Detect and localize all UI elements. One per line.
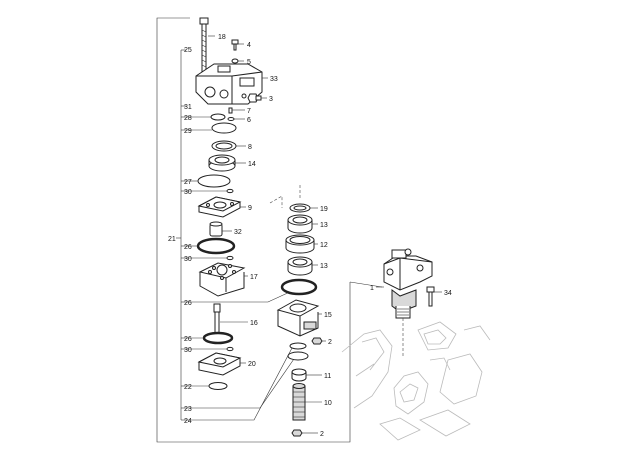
callout-26-b: 26 [184, 300, 192, 307]
ring-30-c [226, 346, 234, 352]
oring-26-b [280, 278, 318, 296]
motor-case-15 [276, 299, 320, 337]
callout-17: 17 [250, 274, 258, 281]
plate-9 [197, 196, 242, 218]
ring-30-a [226, 188, 234, 194]
callout-22: 22 [184, 384, 192, 391]
callout-4-a: 4 [247, 42, 251, 49]
excavator-chassis-ghost [341, 321, 491, 441]
callout-12: 12 [320, 242, 328, 249]
plug-2-a [311, 337, 323, 345]
callout-6: 6 [247, 117, 251, 124]
plug-2-b [291, 429, 303, 437]
dash-bracket [269, 195, 283, 208]
collar-11 [291, 368, 307, 382]
pin-7 [228, 107, 233, 114]
callout-20: 20 [248, 361, 256, 368]
oring-26-c [202, 331, 234, 345]
callout-1: 1 [370, 285, 374, 292]
callout-26-c: 26 [184, 336, 192, 343]
bearing-13-b [287, 256, 313, 276]
cover-housing-33 [195, 63, 263, 105]
callout-5: 5 [247, 59, 251, 66]
callout-19: 19 [320, 206, 328, 213]
plate-20 [197, 352, 242, 376]
ring-24 [289, 342, 307, 350]
callout-28: 28 [184, 115, 192, 122]
pin-32 [209, 221, 223, 237]
callout-30-b: 30 [184, 256, 192, 263]
callout-2-a: 2 [328, 339, 332, 346]
ring-30-b [226, 255, 234, 261]
callout-8: 8 [248, 144, 252, 151]
left-bracket-ticks [181, 49, 186, 421]
seal-19 [289, 203, 311, 213]
bolt-4 [231, 39, 239, 51]
callout-11: 11 [324, 373, 331, 380]
oring-27 [197, 174, 231, 188]
assembled-motor-1 [383, 248, 433, 319]
callout-33: 33 [270, 76, 278, 83]
bearing-13-a [287, 214, 313, 234]
callout-13-a: 13 [320, 222, 328, 229]
shaft-16 [213, 303, 221, 339]
bolt-34 [426, 286, 435, 307]
ring-23 [287, 351, 309, 361]
ring-6 [227, 117, 235, 121]
callout-23: 23 [184, 406, 192, 413]
callout-27: 27 [184, 179, 192, 186]
output-shaft-10 [292, 383, 306, 421]
callout-3: 3 [269, 96, 273, 103]
callout-25: 25 [184, 47, 192, 54]
ring-29 [211, 122, 237, 134]
callout-15: 15 [324, 312, 332, 319]
callout-10: 10 [324, 400, 332, 407]
ring-5 [231, 58, 239, 64]
callout-30-c: 30 [184, 347, 192, 354]
ring-28 [210, 113, 226, 121]
callout-32: 32 [234, 229, 242, 236]
leader-26-b [186, 290, 293, 303]
seal-8 [211, 140, 237, 152]
cylinder-block-17 [198, 262, 246, 297]
callout-31: 31 [184, 104, 192, 111]
callout-16: 16 [250, 320, 258, 327]
callout-34: 34 [444, 290, 452, 297]
callout-14: 14 [248, 161, 256, 168]
oring-26-a [196, 237, 236, 255]
exploded-view-frame [156, 17, 351, 443]
callout-9: 9 [248, 205, 252, 212]
callout-13-b: 13 [320, 263, 328, 270]
collar-12 [285, 234, 315, 254]
frame-connector-line [349, 281, 383, 288]
ring-22 [208, 382, 228, 390]
bearing-14 [208, 154, 236, 172]
callout-18: 18 [218, 34, 226, 41]
callout-30-a: 30 [184, 189, 192, 196]
callout-26-a: 26 [184, 244, 192, 251]
callout-29: 29 [184, 128, 192, 135]
callout-21: 21 [168, 236, 176, 243]
callout-24: 24 [184, 418, 192, 425]
callout-2-b: 2 [320, 431, 324, 438]
leader-24 [186, 347, 293, 421]
plug-3 [247, 93, 262, 103]
bolt-18 [199, 17, 209, 73]
callout-7: 7 [247, 108, 251, 115]
